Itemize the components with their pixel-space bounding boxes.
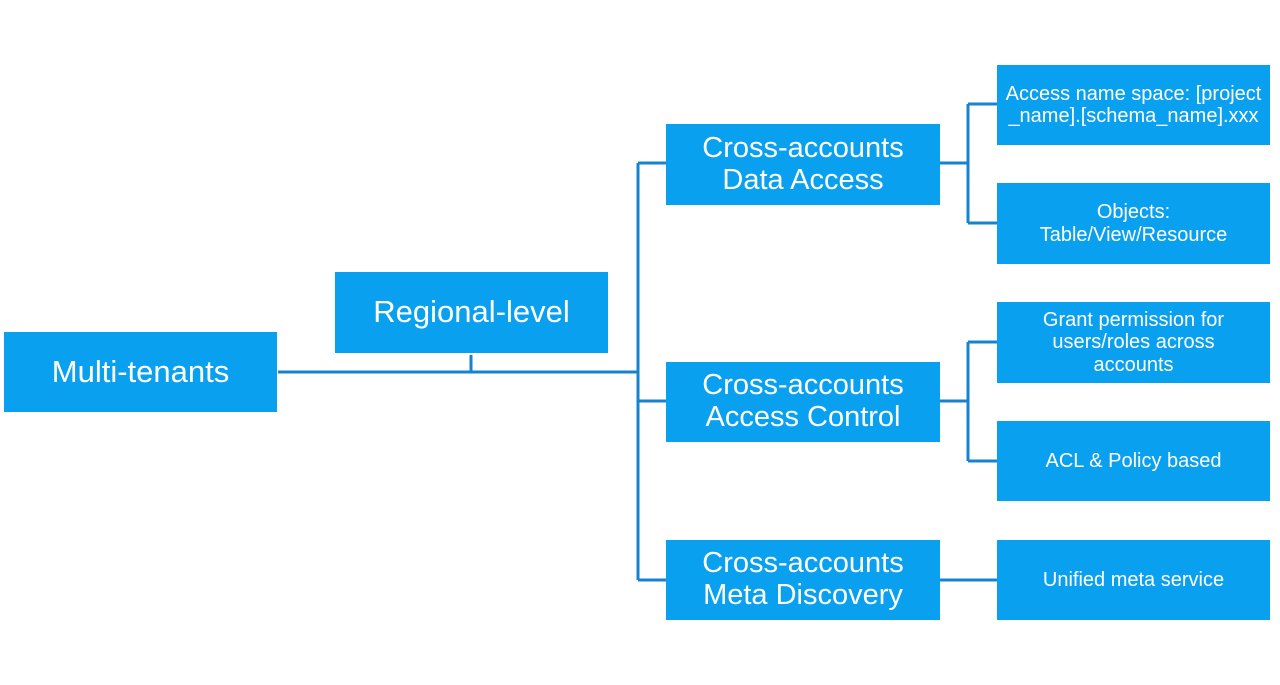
node-multi-tenants-label: Multi-tenants	[51, 353, 230, 389]
leaf-access-name-space: Access name space: [project_name].[schem…	[997, 65, 1270, 145]
node-meta-discovery-line-2: Meta Discovery	[703, 579, 903, 611]
node-multi-tenants: Multi-tenants	[4, 332, 277, 412]
node-meta-discovery-line-1: Cross-accounts	[702, 547, 904, 580]
leaf-acl-policy: ACL & Policy based	[997, 421, 1270, 501]
node-access-control-line-2: Access Control	[705, 401, 901, 433]
node-data-access-line-1: Cross-accounts	[702, 131, 904, 164]
leaf-grant-permission-label: Grant permission for users/roles across …	[1042, 308, 1225, 376]
node-access-control-line-1: Cross-accounts	[702, 369, 904, 402]
node-regional-level-label: Regional-level	[373, 294, 570, 330]
leaf-objects: Objects: Table/View/Resource	[997, 183, 1270, 264]
node-cross-accounts-data-access: Cross-accounts Data Access	[666, 124, 940, 205]
node-cross-accounts-access-control: Cross-accounts Access Control	[666, 362, 940, 442]
leaf-objects-line-2: Table/View/Resource	[1039, 223, 1228, 246]
leaf-unified-meta-service-label: Unified meta service	[1042, 568, 1225, 591]
leaf-objects-line-1: Objects:	[1096, 201, 1171, 224]
node-regional-level: Regional-level	[335, 272, 608, 353]
node-cross-accounts-meta-discovery: Cross-accounts Meta Discovery	[666, 540, 940, 620]
leaf-grant-permission: Grant permission for users/roles across …	[997, 302, 1270, 383]
leaf-acl-policy-label: ACL & Policy based	[1045, 449, 1222, 472]
leaf-unified-meta-service: Unified meta service	[997, 540, 1270, 620]
leaf-access-name-space-label: Access name space: [project_name].[schem…	[1005, 82, 1262, 127]
node-data-access-line-2: Data Access	[722, 163, 884, 196]
